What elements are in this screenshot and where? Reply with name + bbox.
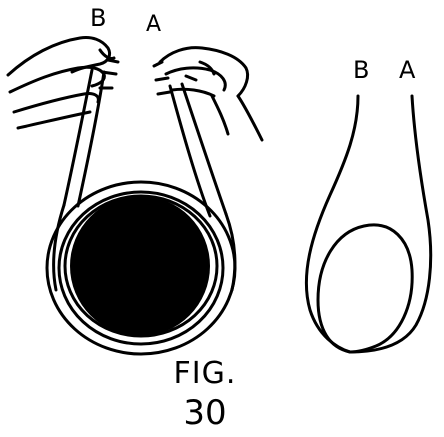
- figure-caption-number: 30: [160, 393, 250, 433]
- dark-disc: [70, 196, 210, 336]
- right-label-b: B: [353, 58, 369, 82]
- figure-caption: FIG. 30: [160, 356, 250, 433]
- diagram-strand-a: [350, 96, 431, 352]
- right-label-a: A: [399, 58, 415, 82]
- figure-caption-label: FIG.: [160, 356, 250, 391]
- left-label-b: B: [90, 6, 106, 30]
- left-label-a: A: [146, 14, 161, 36]
- cord-strand-b: [64, 70, 104, 206]
- cord-strand-a: [170, 84, 226, 216]
- diagram-strand-b: [306, 96, 358, 352]
- cord-loop-diagram: [306, 96, 430, 352]
- right-hand-icon: [154, 48, 262, 140]
- diagram-inner-loop: [318, 225, 412, 352]
